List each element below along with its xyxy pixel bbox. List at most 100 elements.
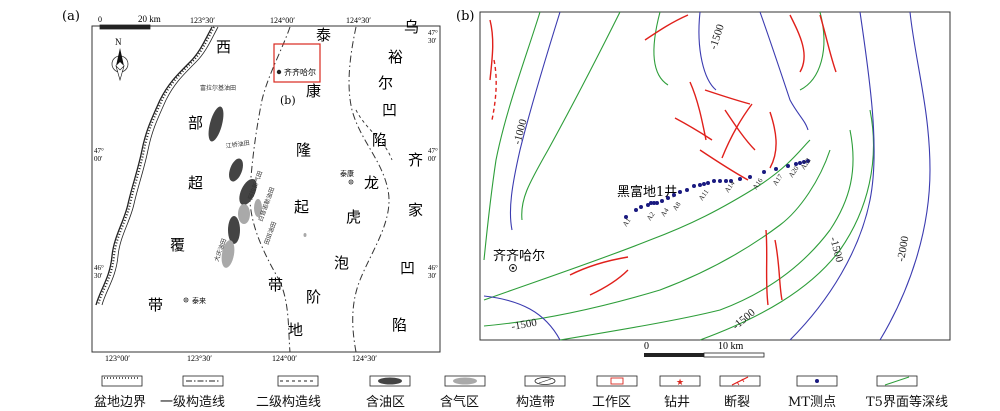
faults [489, 14, 837, 306]
coord-left-2b: 30′ [94, 272, 103, 280]
work-area-icon [596, 375, 638, 387]
basin-boundary [95, 26, 219, 306]
legend-label: MT测点 [788, 395, 836, 410]
fault [569, 256, 629, 276]
t5-contours-blue [483, 11, 931, 341]
fault [489, 19, 494, 81]
svg-text:★: ★ [676, 378, 684, 388]
region-wuyuer-sag: 乌 裕 尔 凹 陷 [372, 18, 419, 149]
region-char: 隆 [296, 141, 311, 159]
legend-label: 二级构造线 [256, 395, 321, 410]
mt-point [724, 179, 728, 183]
region-char: 龙 [364, 174, 379, 192]
region-char: 乌 [404, 18, 419, 36]
region-char: 凹 [400, 259, 415, 277]
panel-a-label: (a) [62, 9, 80, 24]
oil-field [239, 178, 257, 206]
mt-point-label: A16 [751, 176, 765, 191]
region-char: 陷 [392, 316, 407, 334]
region-taikang-uplift-belt: 泰 康 隆 起 带 [268, 26, 331, 294]
t5-contour [521, 11, 621, 221]
legend-label: 钻井 [664, 395, 690, 410]
mt-point [798, 161, 802, 165]
primary-structure-line-icon [182, 375, 224, 387]
fault-icon [719, 375, 761, 387]
panel-b-label: (b) [456, 9, 474, 24]
secondary-structure-line-icon [277, 375, 319, 387]
primary-structure-line-1 [249, 26, 291, 353]
mt-point [698, 183, 702, 187]
t5-contour-icon [876, 375, 918, 387]
basin-boundary-icon [101, 375, 143, 387]
mt-point [666, 196, 670, 200]
region-char: 超 [188, 174, 203, 192]
t5-contour [789, 11, 875, 341]
mt-point [655, 201, 659, 205]
coord-right-1b: 30′ [428, 37, 437, 45]
city-label: 齐齐哈尔 [284, 67, 316, 77]
mt-point [806, 159, 810, 163]
t5-contour [509, 11, 561, 231]
region-char: 虎 [346, 208, 361, 226]
contour-label: -2000 [895, 235, 911, 263]
legend-label: 断裂 [724, 395, 750, 410]
region-char: 起 [294, 198, 309, 216]
region-longhupao-terrace: 龙 虎 泡 阶 地 [288, 174, 379, 339]
oil-field [229, 158, 243, 182]
region-char: 陷 [372, 131, 387, 149]
work-area-label: (b) [280, 94, 296, 107]
north-label: N [115, 37, 122, 47]
legend-label: 一级构造线 [160, 395, 225, 410]
region-char: 尔 [378, 74, 393, 92]
city-label: 泰康 [340, 169, 354, 178]
fault [674, 117, 713, 141]
gas-area-icon [444, 375, 486, 387]
region-char: 泡 [334, 254, 349, 272]
gas-field [303, 233, 307, 237]
mt-point [802, 160, 806, 164]
scale-a-end: 20 km [138, 14, 161, 24]
fault [704, 89, 751, 105]
mt-point-label: A17 [771, 172, 785, 187]
fault [721, 103, 753, 159]
t5-contour [483, 139, 811, 301]
region-char: 部 [188, 114, 203, 132]
mt-point [774, 167, 778, 171]
region-char: 西 [216, 38, 231, 56]
gas-field [221, 240, 235, 268]
contour-label: -1000 [511, 117, 529, 145]
coord-bottom-1: 123°00′ [105, 354, 130, 363]
t5-contour [559, 129, 854, 341]
mt-point [624, 215, 628, 219]
t5-contour [879, 11, 931, 341]
city-qiqihar-a: 齐齐哈尔 [276, 67, 316, 77]
fault [491, 59, 497, 121]
primary-structure-line-2 [348, 26, 390, 353]
legend-label: 工作区 [592, 395, 631, 410]
city-taikang: 泰康 [340, 169, 354, 185]
mt-point [748, 175, 752, 179]
well-label: 黑富地1井 [617, 184, 677, 200]
coord-top-2: 124°00′ [270, 16, 295, 25]
t5-contour [483, 295, 561, 341]
region-char: 覆 [170, 236, 185, 254]
coord-bottom-4: 124°30′ [352, 354, 377, 363]
mt-point [706, 181, 710, 185]
mt-point [794, 162, 798, 166]
mt-point [639, 205, 643, 209]
fault [589, 269, 629, 296]
gas-field [238, 204, 250, 224]
mt-point [738, 177, 742, 181]
scale-b-start: 0 [644, 341, 649, 352]
scale-b-end: 10 km [718, 341, 744, 352]
mt-point [762, 170, 766, 174]
t5-contours-green [483, 11, 875, 341]
region-char: 凹 [382, 101, 397, 119]
mt-point-label: A4 [659, 206, 671, 218]
north-arrow-icon: N [111, 37, 129, 82]
contour-label: -1500 [827, 236, 845, 264]
mt-point-label: A8 [671, 200, 683, 212]
gas-field [254, 199, 262, 217]
structural-belt-icon [524, 375, 566, 387]
